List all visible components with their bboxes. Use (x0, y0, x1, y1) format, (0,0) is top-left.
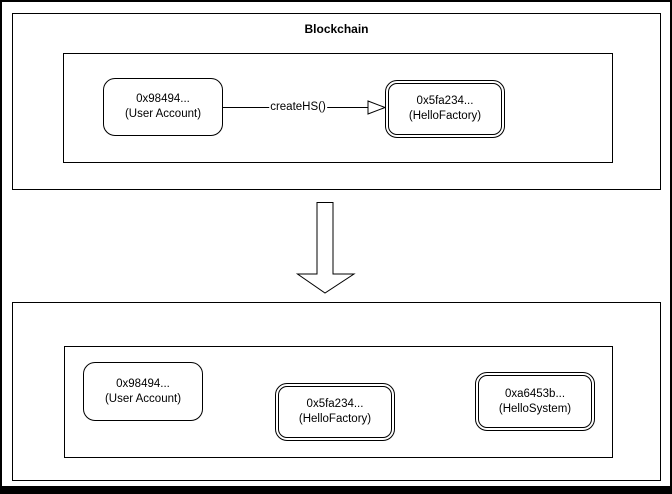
node-address: 0xa6453b... (504, 387, 566, 400)
node-hello-factory-before: 0x5fa234... (HelloFactory) (385, 80, 505, 138)
node-hello-factory-after: 0x5fa234... (HelloFactory) (275, 383, 395, 441)
node-label: (HelloFactory) (408, 110, 482, 122)
node-label: (HelloFactory) (298, 413, 372, 425)
node-label: (User Account) (104, 392, 182, 405)
node-address: 0x5fa234... (306, 398, 364, 410)
create-hs-edge-label: createHS() (269, 101, 327, 114)
open-arrowhead-icon (367, 100, 387, 115)
blockchain-panel-after: 0x98494... (User Account) 0x5fa234... (H… (12, 302, 661, 481)
node-user-account-before: 0x98494... (User Account) (103, 78, 223, 136)
node-label: (User Account) (124, 108, 202, 120)
node-user-account-after: 0x98494... (User Account) (83, 362, 203, 421)
node-address: 0x5fa234... (416, 95, 474, 107)
node-address: 0x98494... (136, 93, 190, 105)
down-arrow-icon (295, 202, 356, 294)
blockchain-panel-before: Blockchain 0x98494... (User Account) cre… (12, 13, 661, 190)
blockchain-panel-title: Blockchain (304, 22, 369, 36)
node-hello-system-after: 0xa6453b... (HelloSystem) (475, 372, 595, 431)
node-address: 0x98494... (116, 377, 170, 390)
node-label: (HelloSystem) (498, 402, 572, 415)
